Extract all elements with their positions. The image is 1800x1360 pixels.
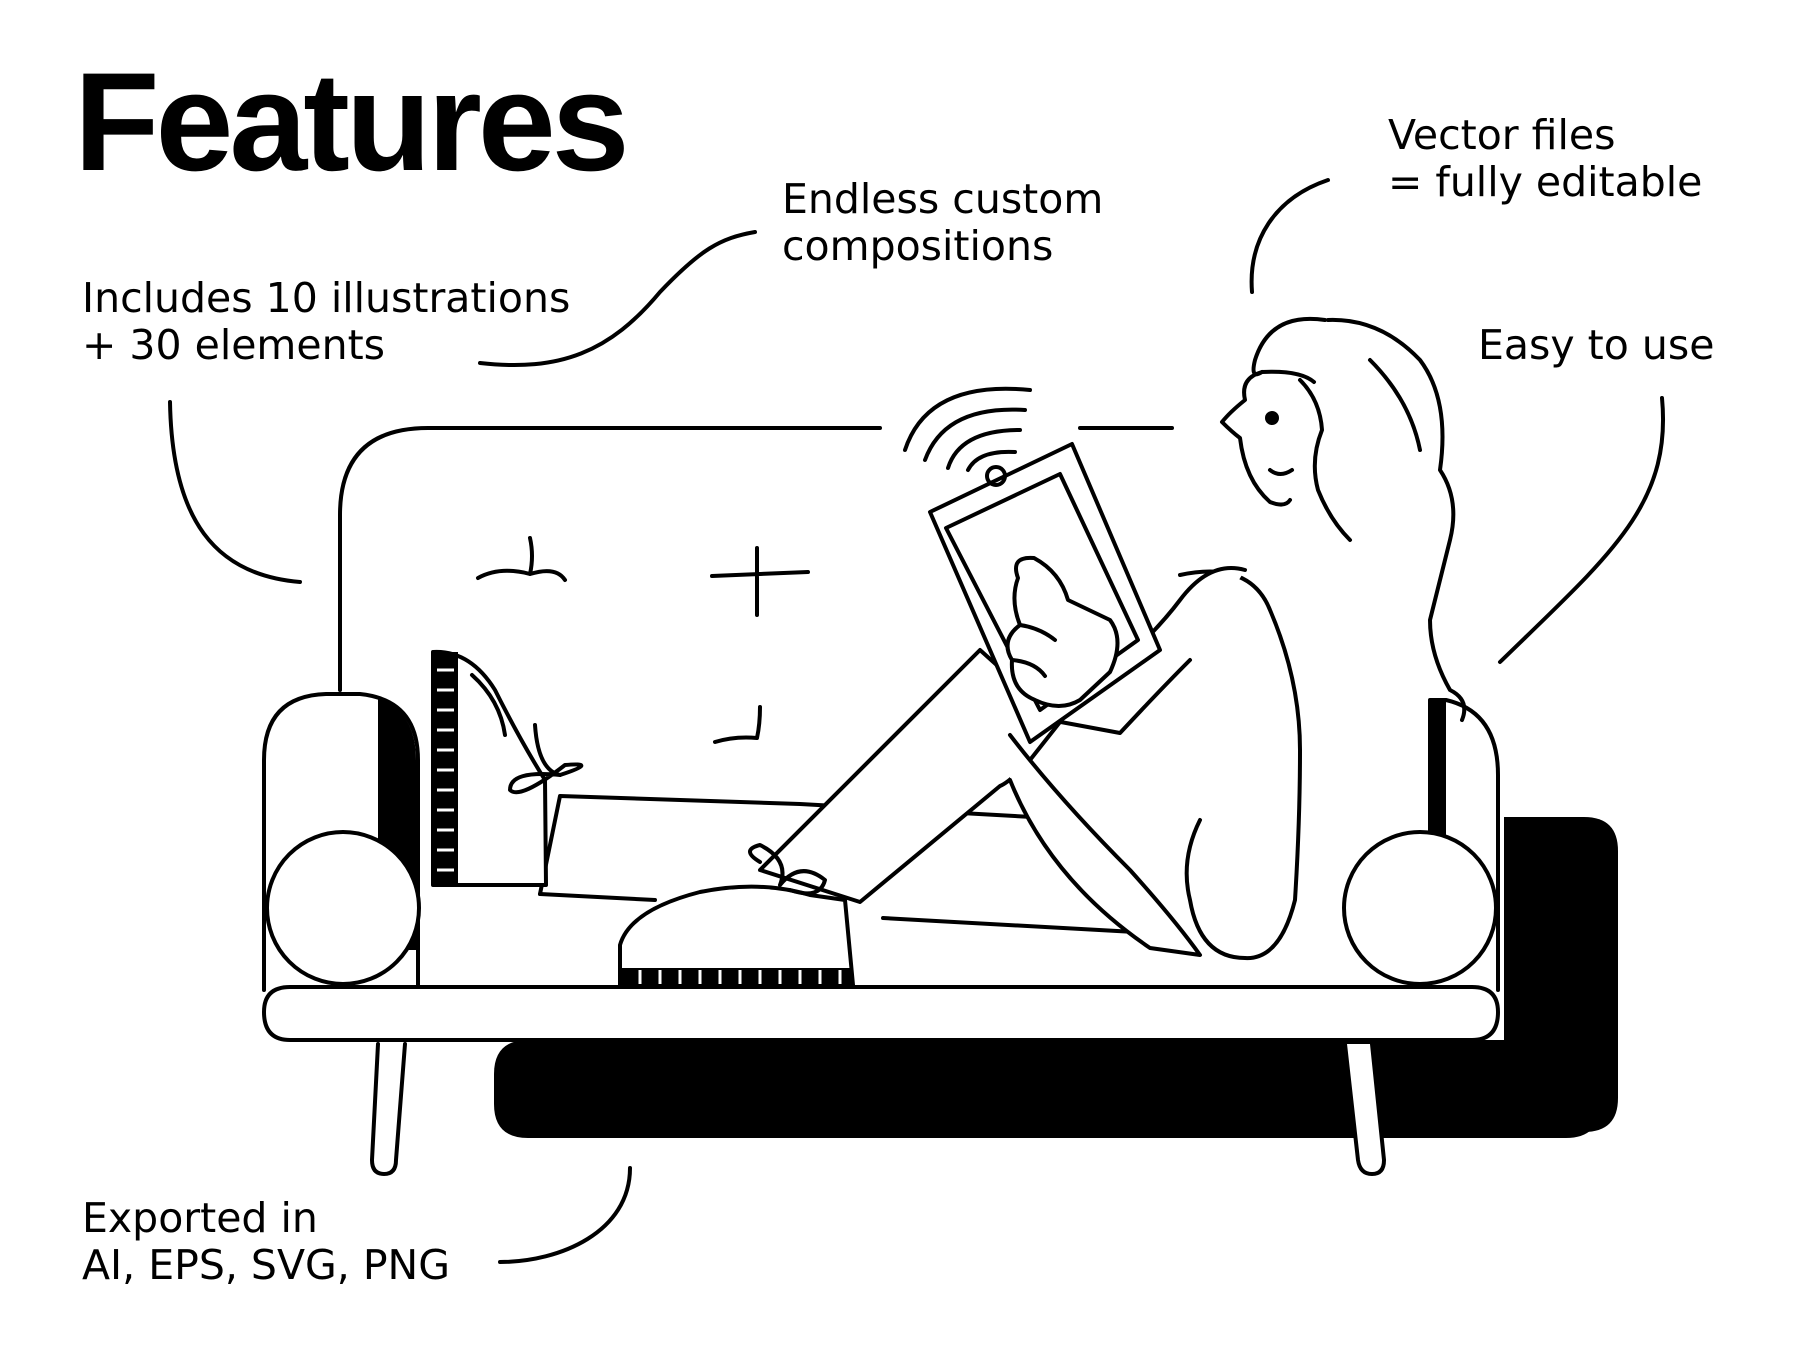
boot-lace xyxy=(508,723,584,795)
wifi-icon xyxy=(903,386,1032,452)
sofa-shadow xyxy=(1504,817,1618,1132)
callout-line: AI, EPS, SVG, PNG xyxy=(82,1241,450,1289)
sofa-back-frame xyxy=(338,426,882,692)
sofa-leg-left xyxy=(370,1042,407,1176)
sofa-base xyxy=(262,985,1500,1042)
wifi-dot xyxy=(985,465,1007,487)
sneaker-lace xyxy=(748,843,827,896)
woman-torso xyxy=(1178,569,1302,961)
woman-mouth xyxy=(1268,468,1294,476)
tuft-stitch xyxy=(713,705,762,744)
leader-line-illustrations xyxy=(168,400,302,584)
sofa-shadow xyxy=(494,1040,1600,1138)
woman-eye xyxy=(1265,411,1279,425)
callout-easy-to-use: Easy to use xyxy=(1478,322,1714,369)
wifi-icon xyxy=(966,449,1017,472)
woman-hair xyxy=(1251,316,1467,722)
leader-line-vector xyxy=(1249,178,1330,294)
callout-line: compositions xyxy=(782,222,1054,270)
leader-line-easy xyxy=(1498,396,1665,664)
wifi-icon xyxy=(923,407,1027,462)
woman-finger xyxy=(1018,623,1057,642)
callout-line: + 30 elements xyxy=(82,321,386,369)
tuft-stitch xyxy=(710,546,810,617)
woman-thigh xyxy=(1008,733,1202,957)
woman-face xyxy=(1220,369,1316,507)
seat-line xyxy=(881,916,1137,934)
woman-finger xyxy=(1010,658,1047,678)
sneaker-sole xyxy=(620,968,853,985)
seat-line xyxy=(538,892,657,902)
woman-hair xyxy=(1368,358,1422,452)
callout-vector-files: Vector files = fully editable xyxy=(1388,112,1702,206)
callout-line: Includes 10 illustrations xyxy=(82,274,571,322)
bolster-cushion-right xyxy=(1342,830,1498,986)
callout-illustrations-count: Includes 10 illustrations + 30 elements xyxy=(82,275,570,369)
callout-compositions: Endless custom compositions xyxy=(782,176,1103,270)
callout-line: = fully editable xyxy=(1388,158,1703,206)
woman-hair xyxy=(1298,378,1352,542)
page-title: Features xyxy=(74,43,630,200)
wifi-icon xyxy=(946,428,1022,470)
callout-line: Exported in xyxy=(82,1194,318,1242)
sofa-leg-right xyxy=(1343,1042,1386,1176)
bolster-cushion-left xyxy=(265,830,421,986)
leader-line-compositions xyxy=(478,230,757,368)
tuft-stitch xyxy=(476,536,567,582)
callout-line: Endless custom xyxy=(782,175,1104,223)
boot-lace xyxy=(470,673,507,737)
callout-export-formats: Exported in AI, EPS, SVG, PNG xyxy=(82,1195,450,1289)
leader-line-export xyxy=(498,1166,632,1264)
callout-line: Easy to use xyxy=(1478,321,1715,369)
callout-line: Vector files xyxy=(1388,111,1616,159)
